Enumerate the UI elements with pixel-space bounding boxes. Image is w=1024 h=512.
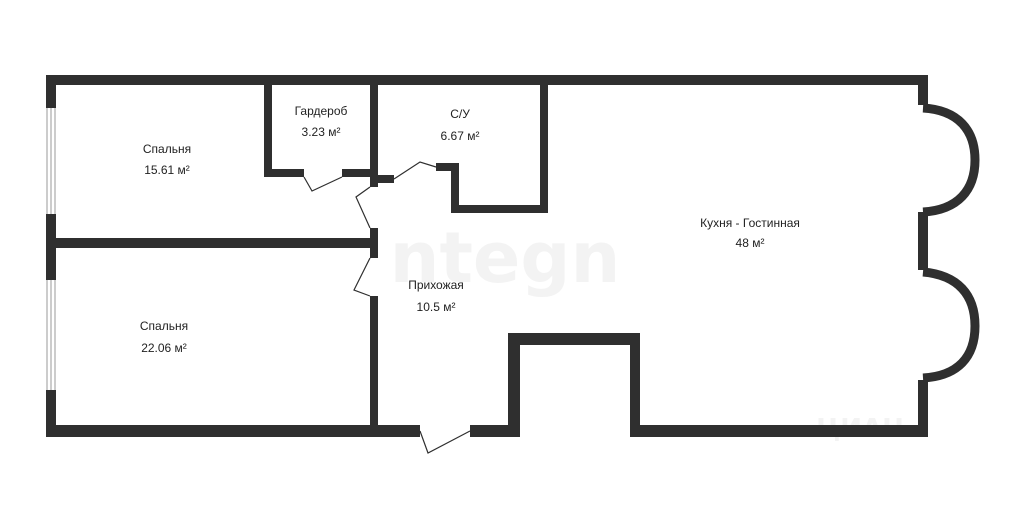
room-name: Прихожая: [408, 278, 464, 292]
room-area: 48 м²: [736, 236, 765, 250]
room-area: 22.06 м²: [141, 341, 187, 355]
bedroom-upper-door: [355, 186, 371, 229]
bathroom-bottom-wall-stub: [436, 163, 458, 171]
bottom-wall-left: [46, 425, 420, 437]
room-kukhnya-gostinnaya: Кухня - Гостинная 48 м²: [700, 216, 800, 250]
hall-wall-segment-mid: [370, 228, 378, 258]
left-windows: [46, 108, 56, 390]
room-area: 3.23 м²: [302, 125, 341, 139]
wardrobe-bottom-wall-left: [264, 169, 304, 177]
bay-windows: [922, 103, 980, 383]
room-area: 15.61 м²: [144, 163, 190, 177]
entrance-door: [419, 430, 471, 454]
bedroom-lower-door: [353, 257, 371, 297]
room-area: 10.5 м²: [417, 300, 456, 314]
doors: [303, 161, 471, 454]
wardrobe-left-wall: [264, 75, 272, 177]
bottom-wall-mid: [470, 425, 520, 437]
room-su: С/У 6.67 м²: [441, 107, 480, 143]
bathroom-door: [393, 161, 437, 180]
niche-top-wall: [508, 333, 640, 345]
room-name: Гардероб: [295, 104, 348, 118]
right-wall-mid: [918, 212, 928, 270]
bay-window-upper: [922, 103, 980, 217]
wardrobe-door: [303, 176, 343, 192]
hall-wall-segment-lower: [370, 296, 378, 434]
room-name: Спальня: [140, 319, 188, 333]
bathroom-step-wall: [451, 163, 459, 213]
room-name: Кухня - Гостинная: [700, 216, 800, 230]
watermark-center: ntegn: [390, 217, 621, 299]
room-spalnya-2: Спальня 22.06 м²: [140, 319, 188, 355]
bedrooms-divider-wall: [46, 238, 378, 248]
bathroom-right-wall: [540, 75, 548, 213]
top-wall: [46, 75, 928, 85]
right-wall-top: [918, 75, 928, 105]
interior-walls: [46, 75, 548, 434]
room-prikhozhaya: Прихожая 10.5 м²: [408, 278, 464, 314]
room-area: 6.67 м²: [441, 129, 480, 143]
wardrobe-right-wall: [370, 75, 378, 187]
wardrobe-bottom-wall-right: [342, 169, 378, 177]
niche-right-wall: [630, 333, 640, 437]
left-wall: [46, 75, 56, 437]
room-garderob: Гардероб 3.23 м²: [295, 104, 348, 139]
bottom-wall-right: [630, 425, 928, 437]
bay-window-lower: [922, 267, 980, 383]
bathroom-bottom-wall: [451, 205, 548, 213]
bathroom-bottom-wall-left: [370, 175, 394, 183]
room-name: Спальня: [143, 142, 191, 156]
right-wall-bottom: [918, 380, 928, 437]
room-name: С/У: [450, 107, 470, 121]
outer-walls: [46, 75, 928, 437]
niche-left-wall: [508, 333, 520, 437]
room-spalnya-1: Спальня 15.61 м²: [143, 142, 191, 177]
